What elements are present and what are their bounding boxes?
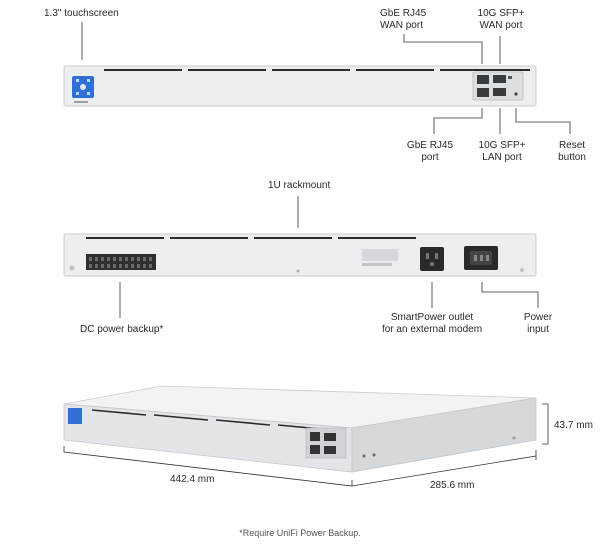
sfp-lan-callout-line1: 10G SFP+ <box>478 140 526 151</box>
gbe-wan-callout: GbE RJ45 WAN port <box>380 8 426 32</box>
gbe-port-callout-line2: port <box>421 152 439 163</box>
reset-callout-line2: button <box>558 152 586 163</box>
rj45-wan-port-icon <box>477 75 489 84</box>
depth-dimension-label: 285.6 mm <box>430 480 475 491</box>
rear-vents <box>86 237 416 239</box>
front-chassis <box>63 65 537 107</box>
sfp-wan-callout-line1: 10G SFP+ <box>477 8 525 19</box>
front-vents <box>104 69 530 71</box>
gbe-wan-callout-line2: WAN port <box>380 20 423 31</box>
sfp-lan-callout: 10G SFP+ LAN port <box>474 140 530 164</box>
power-input-callout-line2: input <box>527 324 549 335</box>
height-dimension-label: 43.7 mm <box>554 420 593 431</box>
smartpower-callout: SmartPower outlet for an external modem <box>380 312 484 336</box>
perspective-touchscreen-icon <box>68 408 82 424</box>
reset-button-icon <box>514 92 518 96</box>
rj45-port-icon <box>477 88 489 97</box>
gbe-wan-callout-line1: GbE RJ45 <box>380 8 427 19</box>
sfp-lan-port-icon <box>493 88 506 96</box>
dc-backup-callout: DC power backup* <box>80 324 164 335</box>
perspective-sfp-port-icon <box>324 433 336 441</box>
touchscreen-callout: 1.3" touchscreen <box>44 8 119 19</box>
rackmount-callout: 1U rackmount <box>268 180 331 191</box>
perspective-rj45-port-icon <box>310 432 320 441</box>
power-input-callout: Power input <box>518 312 558 336</box>
width-dimension-label: 442.4 mm <box>170 474 215 485</box>
reset-callout: Reset button <box>550 140 594 164</box>
reset-callout-line1: Reset <box>558 140 586 151</box>
smartpower-callout-line1: SmartPower outlet <box>390 312 474 323</box>
sfp-wan-port-icon <box>493 75 506 83</box>
sfp-wan-callout-line2: WAN port <box>479 20 523 31</box>
perspective-side-face <box>351 397 537 473</box>
power-input-callout-line1: Power <box>523 312 553 323</box>
sfp-lan-callout-line2: LAN port <box>482 152 522 163</box>
rear-chassis <box>63 233 537 277</box>
sfp-wan-callout: 10G SFP+ WAN port <box>474 8 528 32</box>
gbe-port-callout: GbE RJ45 port <box>400 140 460 164</box>
gbe-port-callout-line1: GbE RJ45 <box>406 140 454 151</box>
footnote: *Require UniFi Power Backup. <box>239 528 361 538</box>
smartpower-callout-line2: for an external modem <box>381 324 483 335</box>
